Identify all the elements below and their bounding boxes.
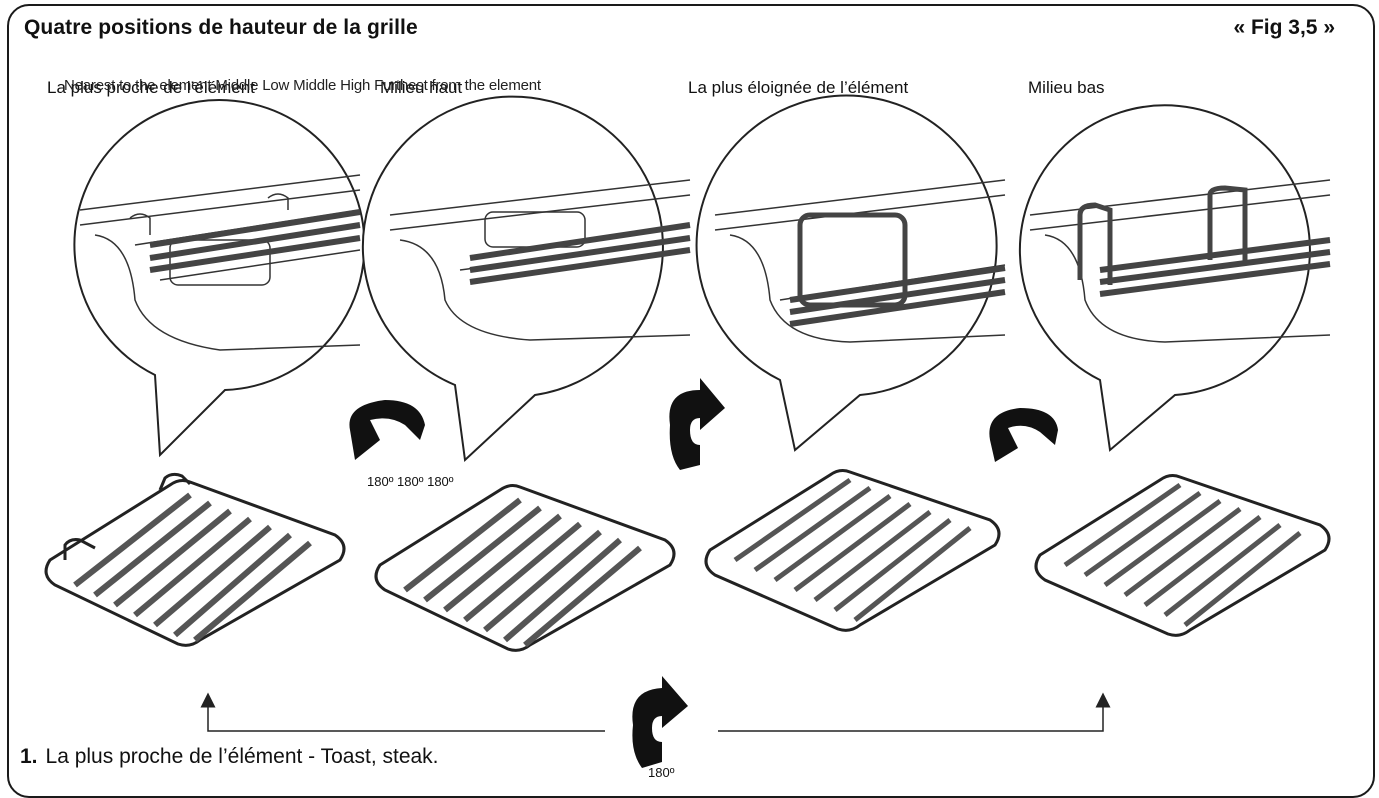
rack-4 <box>1034 474 1331 637</box>
callout-bubble-middle-low <box>1018 104 1331 452</box>
rotate-icon-2 <box>669 378 725 470</box>
rotation-label-bottom: 180º <box>648 765 675 780</box>
rotate-icon-1 <box>349 400 425 460</box>
position-label-middle-low: Milieu bas <box>1028 78 1105 97</box>
rotate-icon-4 <box>632 676 688 768</box>
callout-bubble-nearest <box>73 99 366 458</box>
rack-1 <box>44 472 346 647</box>
rack-3 <box>704 469 1001 632</box>
page-title: Quatre positions de hauteur de la grille <box>24 16 418 39</box>
position-label-middle-high: Milieu haut <box>380 78 463 97</box>
english-overlay-labels: Nearest to the element Middle Low Middle… <box>64 77 541 94</box>
callout-bubble-middle-high <box>361 95 691 463</box>
connector-arrows <box>200 692 1111 732</box>
position-label-nearest: La plus proche de l’élément <box>47 78 255 97</box>
rotate-icon-3 <box>989 408 1058 462</box>
illustration <box>44 94 1331 768</box>
position-label-furthest: La plus éloignée de l’élément <box>688 78 909 97</box>
rack-2 <box>374 484 676 652</box>
figure-reference: « Fig 3,5 » <box>1233 16 1335 39</box>
caption: 1. La plus proche de l’élément - Toast, s… <box>20 745 439 769</box>
rotation-label-top: 180º 180º 180º <box>367 474 454 489</box>
callout-bubble-furthest <box>695 94 1006 452</box>
caption-text: La plus proche de l’élément - Toast, ste… <box>45 745 439 768</box>
caption-number: 1. <box>20 745 38 768</box>
